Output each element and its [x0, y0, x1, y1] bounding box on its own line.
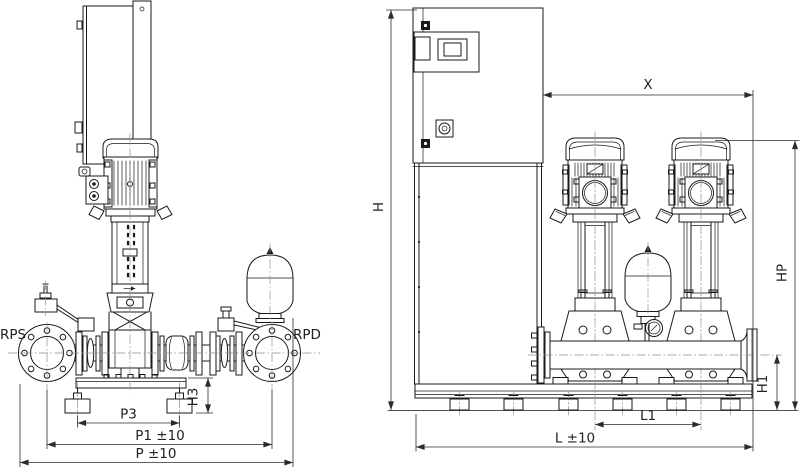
dim-label-l1: L1 — [640, 408, 656, 424]
pump-motor-side — [78, 138, 173, 221]
suction-butterfly-valve-actuator — [34, 283, 95, 332]
label-suction-port: RPS — [0, 327, 26, 343]
dimension-h3: H3 — [186, 377, 213, 414]
dim-label-h1: H1 — [755, 375, 771, 394]
dim-label-p3: P3 — [120, 407, 137, 423]
dim-label-h: H — [371, 202, 387, 212]
dimension-p1: P1 ±10 — [46, 390, 273, 449]
hmi-display — [437, 38, 468, 61]
dimension-p3: P3 — [77, 407, 180, 428]
dim-label-x: X — [643, 77, 652, 93]
dimension-h: H — [371, 9, 417, 411]
control-cabinet-side — [74, 5, 134, 165]
side-view-centerlines — [8, 133, 320, 393]
dimension-x: X — [542, 77, 754, 452]
dimension-p: P ±10 — [19, 318, 294, 467]
dim-label-p1: P1 ±10 — [135, 428, 185, 444]
dim-label-hp: HP — [775, 264, 791, 282]
cabinet-mounting-column — [132, 0, 152, 140]
hmi-panel — [413, 31, 480, 73]
control-cabinet-front — [412, 7, 544, 385]
base-frame-front — [387, 383, 799, 416]
dim-label-l: L ±10 — [555, 431, 595, 447]
dimension-h1: H1 — [755, 354, 780, 411]
dim-label-p: P ±10 — [136, 446, 177, 462]
base-frame-side — [64, 374, 193, 418]
suction-discharge-piping — [75, 331, 244, 376]
dim-label-h3: H3 — [186, 388, 202, 407]
side-view: RPS RPD H3 P3 P1 ±10 P ±10 — [0, 0, 321, 467]
label-discharge-port: RPD — [293, 327, 321, 343]
discharge-butterfly-valve-actuator — [217, 306, 263, 332]
main-switch — [435, 119, 454, 138]
dimension-l1: L1 — [594, 408, 702, 428]
dimension-hp: HP — [715, 140, 800, 411]
front-view-centerlines — [528, 242, 782, 356]
dimension-l: L ±10 — [415, 414, 754, 452]
front-view: X H HP H1 L1 L ±10 — [371, 7, 800, 452]
